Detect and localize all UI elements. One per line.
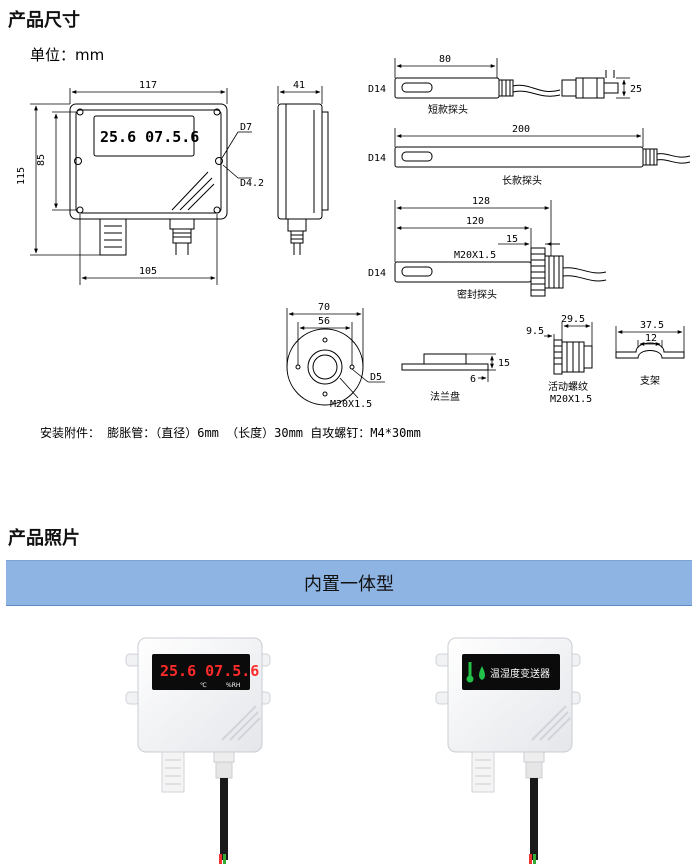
dim-front-height-outer: 115 — [16, 167, 27, 185]
dim-hole-d7: D7 — [240, 122, 252, 133]
dim-front-width-top: 117 — [139, 80, 157, 91]
short-probe-diameter: D14 — [368, 84, 386, 95]
sealed-probe-diameter: D14 — [368, 268, 386, 279]
sealed-probe-drawing — [394, 247, 607, 297]
short-probe-drawing — [394, 70, 619, 99]
dim-front-width-bottom: 105 — [139, 266, 157, 277]
unit-label: 单位：mm — [30, 46, 105, 64]
section-title-dimensions: 产品尺寸 — [8, 10, 80, 31]
photo-device-right — [435, 637, 581, 864]
sealed-probe-name: 密封探头 — [457, 288, 497, 301]
installation-accessories: 安装附件： 膨胀管：（直径）6mm （长度）30mm 自攻螺钉：M4*30mm — [40, 426, 421, 440]
flange-name: 法兰盘 — [430, 390, 460, 403]
bracket-inner: 12 — [645, 333, 657, 344]
flange-outer: 70 — [318, 302, 330, 313]
product-type-banner: 内置一体型 — [6, 560, 692, 606]
long-probe-length: 200 — [512, 124, 530, 135]
photo-left-rh: %RH — [226, 682, 240, 689]
sealed-probe-total: 128 — [472, 196, 490, 207]
short-probe-end-height: 25 — [630, 84, 642, 95]
section-title-photos: 产品照片 — [8, 528, 80, 549]
photo-left-unit: ℃ — [200, 682, 207, 689]
gland-offset: 9.5 — [526, 326, 544, 337]
product-photos: 25.6 07.5.6 ℃ %RH 温湿度变送器 — [125, 637, 581, 864]
flange-height: 15 — [498, 358, 510, 369]
dimension-drawing: 25.6 07.5.6 117 85 115 105 D7 D4.2 41 — [16, 54, 691, 410]
bracket-name: 支架 — [640, 375, 660, 387]
dim-side-depth: 41 — [293, 80, 305, 91]
bracket-width: 37.5 — [640, 320, 664, 331]
front-display-text: 25.6 07.5.6 — [100, 128, 199, 146]
long-probe-drawing — [394, 146, 691, 168]
sealed-probe-thread: M20X1.5 — [454, 250, 496, 261]
water-drop-icon — [479, 666, 485, 680]
front-view — [69, 103, 228, 256]
flange-side-drawing — [401, 353, 489, 371]
photo-right-display: 温湿度变送器 — [490, 667, 550, 680]
bracket-drawing — [615, 342, 685, 359]
dim-front-height-inner: 85 — [36, 154, 47, 166]
flange-hole: D5 — [370, 372, 382, 383]
gland-name: 活动螺纹 — [548, 380, 588, 393]
dim-hole-d42: D4.2 — [240, 178, 264, 189]
gland-thread: M20X1.5 — [550, 394, 592, 405]
banner-label: 内置一体型 — [304, 574, 394, 595]
sealed-probe-body: 120 — [466, 216, 484, 227]
gland-width: 29.5 — [561, 314, 585, 325]
long-probe-diameter: D14 — [368, 153, 386, 164]
short-probe-length: 80 — [439, 54, 451, 65]
photo-device-left — [125, 637, 271, 864]
long-probe-name: 长款探头 — [502, 174, 542, 187]
side-view — [277, 103, 329, 255]
short-probe-name: 短款探头 — [428, 103, 468, 116]
flange-inner: 56 — [318, 316, 330, 327]
gland-drawing — [553, 339, 593, 375]
flange-thickness: 6 — [470, 374, 476, 385]
sealed-probe-thread-len: 15 — [506, 234, 518, 245]
flange-thread: M20X1.5 — [330, 399, 372, 410]
photo-left-display: 25.6 07.5.6 — [160, 662, 259, 680]
